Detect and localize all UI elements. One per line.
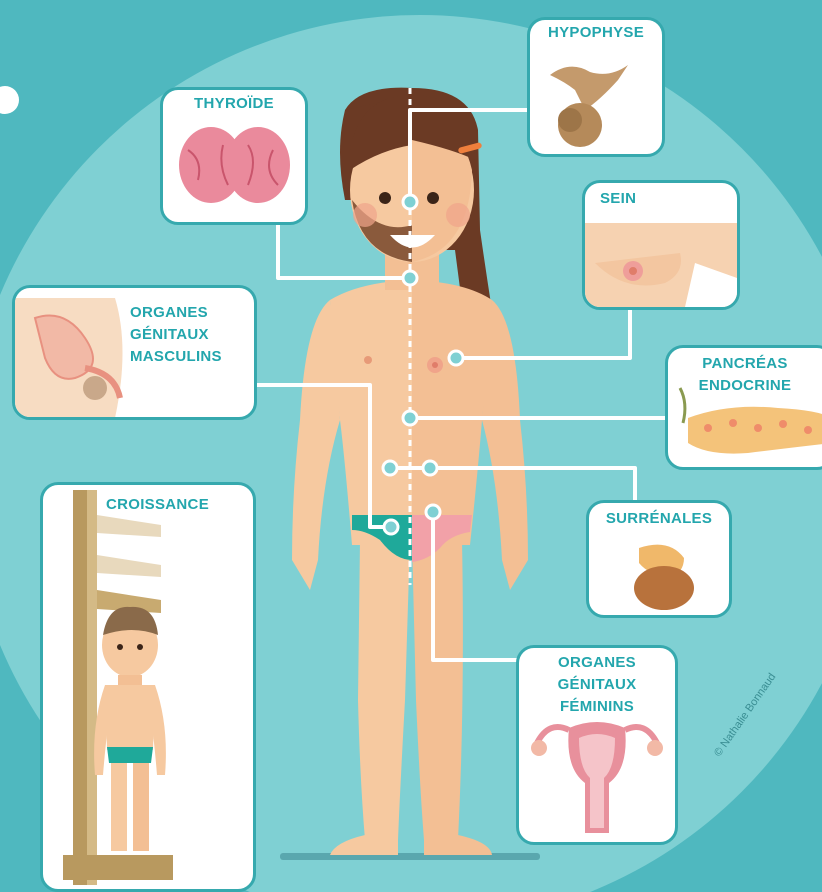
card-croissance [40,482,256,892]
edge-circle [0,86,19,114]
height-gauge [73,490,87,885]
label-pancreas: PANCRÉAS ENDOCRINE [680,353,810,397]
label-croissance: CROISSANCE [95,494,220,516]
floor-line [280,853,540,860]
label-surrenales: SURRÉNALES [586,508,732,530]
label-sein: SEIN [600,188,720,210]
growth-illustration [43,485,253,889]
label-organes-masculins: ORGANES GÉNITAUX MASCULINS [130,302,255,368]
label-organes-feminins: ORGANES GÉNITAUX FÉMININS [516,652,678,718]
label-thyroide: THYROÏDE [160,93,308,115]
male-organs-icon [15,288,135,418]
label-hypophyse: HYPOPHYSE [527,22,665,44]
